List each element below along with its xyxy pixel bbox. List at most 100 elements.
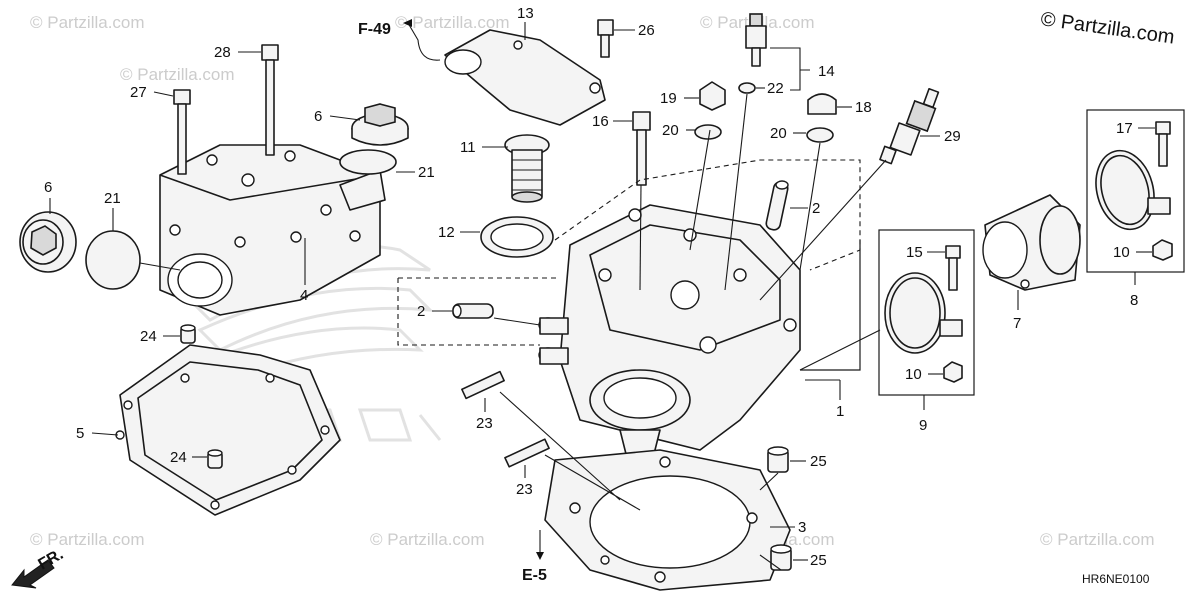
assembly-boundary-top xyxy=(554,159,861,271)
dowel-24-bottom[interactable] xyxy=(207,449,223,469)
screw-17[interactable] xyxy=(1155,121,1171,167)
callout-7[interactable]: 7 xyxy=(1013,315,1021,332)
callout-12[interactable]: 12 xyxy=(438,224,455,241)
callout-4[interactable]: 4 xyxy=(300,287,308,304)
callout-16[interactable]: 16 xyxy=(592,113,609,130)
callout-21b[interactable]: 21 xyxy=(418,164,435,181)
cylinder-head-gasket[interactable] xyxy=(544,449,791,591)
callout-26[interactable]: 26 xyxy=(638,22,655,39)
callout-2b[interactable]: 2 xyxy=(812,200,820,217)
bolt-26[interactable] xyxy=(597,19,614,58)
callout-20a[interactable]: 20 xyxy=(662,122,679,139)
bolt-28[interactable] xyxy=(261,44,279,156)
callout-25a[interactable]: 25 xyxy=(810,453,827,470)
carburetor-insulator[interactable] xyxy=(982,194,1081,291)
dowel-24-top[interactable] xyxy=(180,324,196,344)
callout-6a[interactable]: 6 xyxy=(44,179,52,196)
leader-bolt-to-head xyxy=(639,184,642,291)
oil-filler-cap-left[interactable] xyxy=(19,211,77,273)
nut-18[interactable] xyxy=(807,93,837,115)
watermark: © Partzilla.com xyxy=(1040,530,1155,549)
callout-27[interactable]: 27 xyxy=(130,84,147,101)
callout-18[interactable]: 18 xyxy=(855,99,872,116)
watermark: © Partzilla.com xyxy=(120,65,235,84)
callout-29[interactable]: 29 xyxy=(944,128,961,145)
spark-plug[interactable] xyxy=(879,87,940,165)
stud-23-lower[interactable] xyxy=(504,438,550,468)
leader-6b xyxy=(329,115,361,121)
callout-8[interactable]: 8 xyxy=(1130,292,1138,309)
watermark: © Partzilla.com xyxy=(370,530,485,549)
callout-14[interactable]: 14 xyxy=(818,63,835,80)
nut-19[interactable] xyxy=(699,81,726,111)
o-ring-top[interactable] xyxy=(339,149,397,175)
callout-20b[interactable]: 20 xyxy=(770,125,787,142)
callout-3[interactable]: 3 xyxy=(798,519,806,536)
f49-leader xyxy=(407,22,441,61)
watermark: © Partzilla.com xyxy=(395,13,510,32)
bolt-16[interactable] xyxy=(632,111,651,186)
callout-9[interactable]: 9 xyxy=(919,417,927,434)
valve-guide-right[interactable] xyxy=(765,180,789,231)
stud-23-upper[interactable] xyxy=(461,370,505,400)
watermark: © Partzilla.com xyxy=(30,13,145,32)
valve-guide-left[interactable] xyxy=(452,303,494,319)
leader-dowels xyxy=(759,472,782,571)
callout-24a[interactable]: 24 xyxy=(140,328,157,345)
callout-23a[interactable]: 23 xyxy=(476,415,493,432)
ref-e5[interactable]: E-5 xyxy=(522,567,547,584)
temperature-sensor[interactable] xyxy=(745,13,767,67)
nut-10-right[interactable] xyxy=(1152,239,1173,261)
callout-21a[interactable]: 21 xyxy=(104,190,121,207)
leader-27 xyxy=(153,91,174,97)
o-ring-left[interactable] xyxy=(85,230,141,290)
callout-11[interactable]: 11 xyxy=(460,139,476,156)
callout-23b[interactable]: 23 xyxy=(516,481,533,498)
callout-22[interactable]: 22 xyxy=(767,80,784,97)
leader-sensor-to-head xyxy=(724,93,748,291)
thermostat-seal[interactable] xyxy=(480,216,554,258)
thermostat-cover[interactable] xyxy=(444,29,606,126)
callout-25b[interactable]: 25 xyxy=(810,552,827,569)
callout-10a[interactable]: 10 xyxy=(905,366,922,383)
front-arrow-icon: FR. xyxy=(11,546,66,589)
dowel-25-upper[interactable] xyxy=(767,446,789,473)
washer-20-left[interactable] xyxy=(694,124,722,140)
copyright-notice: © Partzilla.com xyxy=(1039,8,1176,49)
f49-arrow-icon xyxy=(403,19,412,27)
connecting-band[interactable] xyxy=(1088,144,1171,236)
leader-5 xyxy=(91,432,119,436)
callout-17[interactable]: 17 xyxy=(1116,120,1133,137)
dowel-25-lower[interactable] xyxy=(770,544,792,571)
e5-arrow-icon xyxy=(536,552,544,560)
ref-f49[interactable]: F-49 xyxy=(358,21,391,38)
leader-band-to-head xyxy=(799,329,881,371)
callout-10b[interactable]: 10 xyxy=(1113,244,1130,261)
callout-2a[interactable]: 2 xyxy=(417,303,425,320)
screw-15[interactable] xyxy=(945,245,961,291)
oil-filler-cap-top[interactable] xyxy=(351,103,409,146)
washer-20-right[interactable] xyxy=(806,127,834,143)
callout-6b[interactable]: 6 xyxy=(314,108,322,125)
assembly-boundary-left xyxy=(397,278,540,346)
callout-24b[interactable]: 24 xyxy=(170,449,187,466)
watermark: © Partzilla.com xyxy=(30,530,145,549)
insulator-band[interactable] xyxy=(884,272,963,354)
callout-15[interactable]: 15 xyxy=(906,244,923,261)
thermostat[interactable] xyxy=(504,134,550,203)
assembly-boundary-right xyxy=(800,240,861,371)
callout-1[interactable]: 1 xyxy=(836,403,844,420)
callout-28[interactable]: 28 xyxy=(214,44,231,61)
callout-5[interactable]: 5 xyxy=(76,425,84,442)
callout-19[interactable]: 19 xyxy=(660,90,677,107)
clamp-kit-box-9 xyxy=(878,229,975,396)
sensor-washer[interactable] xyxy=(738,82,756,94)
cylinder-head[interactable] xyxy=(538,204,801,471)
cylinder-head-cover[interactable] xyxy=(159,144,386,316)
leader-washer-to-head xyxy=(689,129,711,251)
leader-21a-to-cover xyxy=(139,262,181,271)
nut-10-left[interactable] xyxy=(943,361,963,383)
callout-13[interactable]: 13 xyxy=(517,5,534,22)
bolt-27[interactable] xyxy=(173,89,191,175)
